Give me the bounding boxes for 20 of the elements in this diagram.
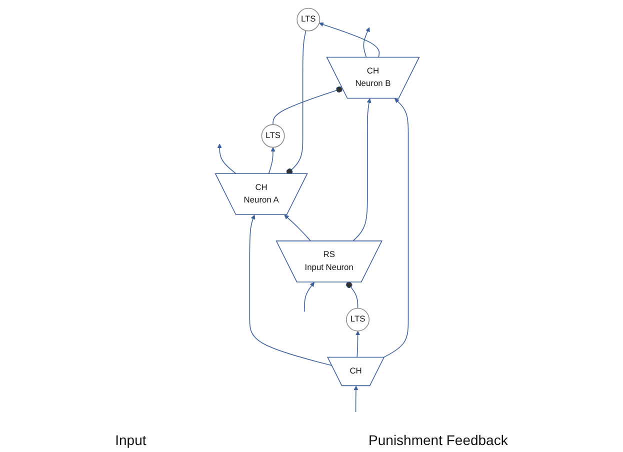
connector xyxy=(272,86,343,125)
arrow xyxy=(304,282,314,312)
node-circle xyxy=(346,308,370,332)
node-circle xyxy=(261,124,285,148)
connector xyxy=(346,282,358,309)
arrow xyxy=(268,147,276,174)
arrow xyxy=(217,144,237,174)
connector xyxy=(286,30,306,175)
node-circle xyxy=(296,8,320,32)
neuron-diagram: CH Neuron A LTS LTS CH Neuron B RS Input Neuron LTS CH xyxy=(4,4,619,432)
arrow xyxy=(249,214,332,366)
input-label: Input xyxy=(115,432,146,448)
input-label: Punishment Feedback xyxy=(368,432,508,448)
arrow xyxy=(354,386,358,412)
arrow xyxy=(352,98,372,242)
arrow xyxy=(318,22,380,58)
arrow xyxy=(355,330,360,358)
arrow xyxy=(382,98,409,358)
arrow xyxy=(284,214,312,242)
arrow xyxy=(363,27,370,58)
